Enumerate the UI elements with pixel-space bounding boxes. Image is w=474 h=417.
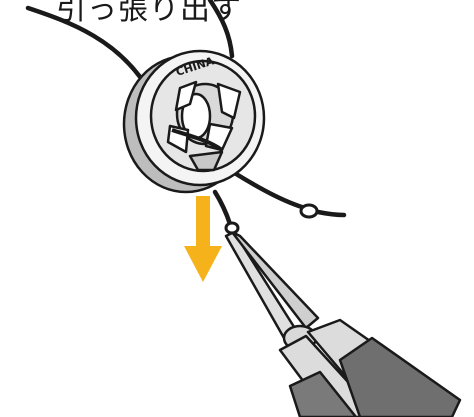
instruction-caption: 引っ張り出す: [56, 0, 242, 28]
down-arrow-icon: [184, 196, 222, 282]
wire-end-loop-icon: [226, 223, 238, 233]
needle-nose-pliers-icon: [226, 232, 460, 417]
wire-loop-icon: [301, 205, 317, 217]
